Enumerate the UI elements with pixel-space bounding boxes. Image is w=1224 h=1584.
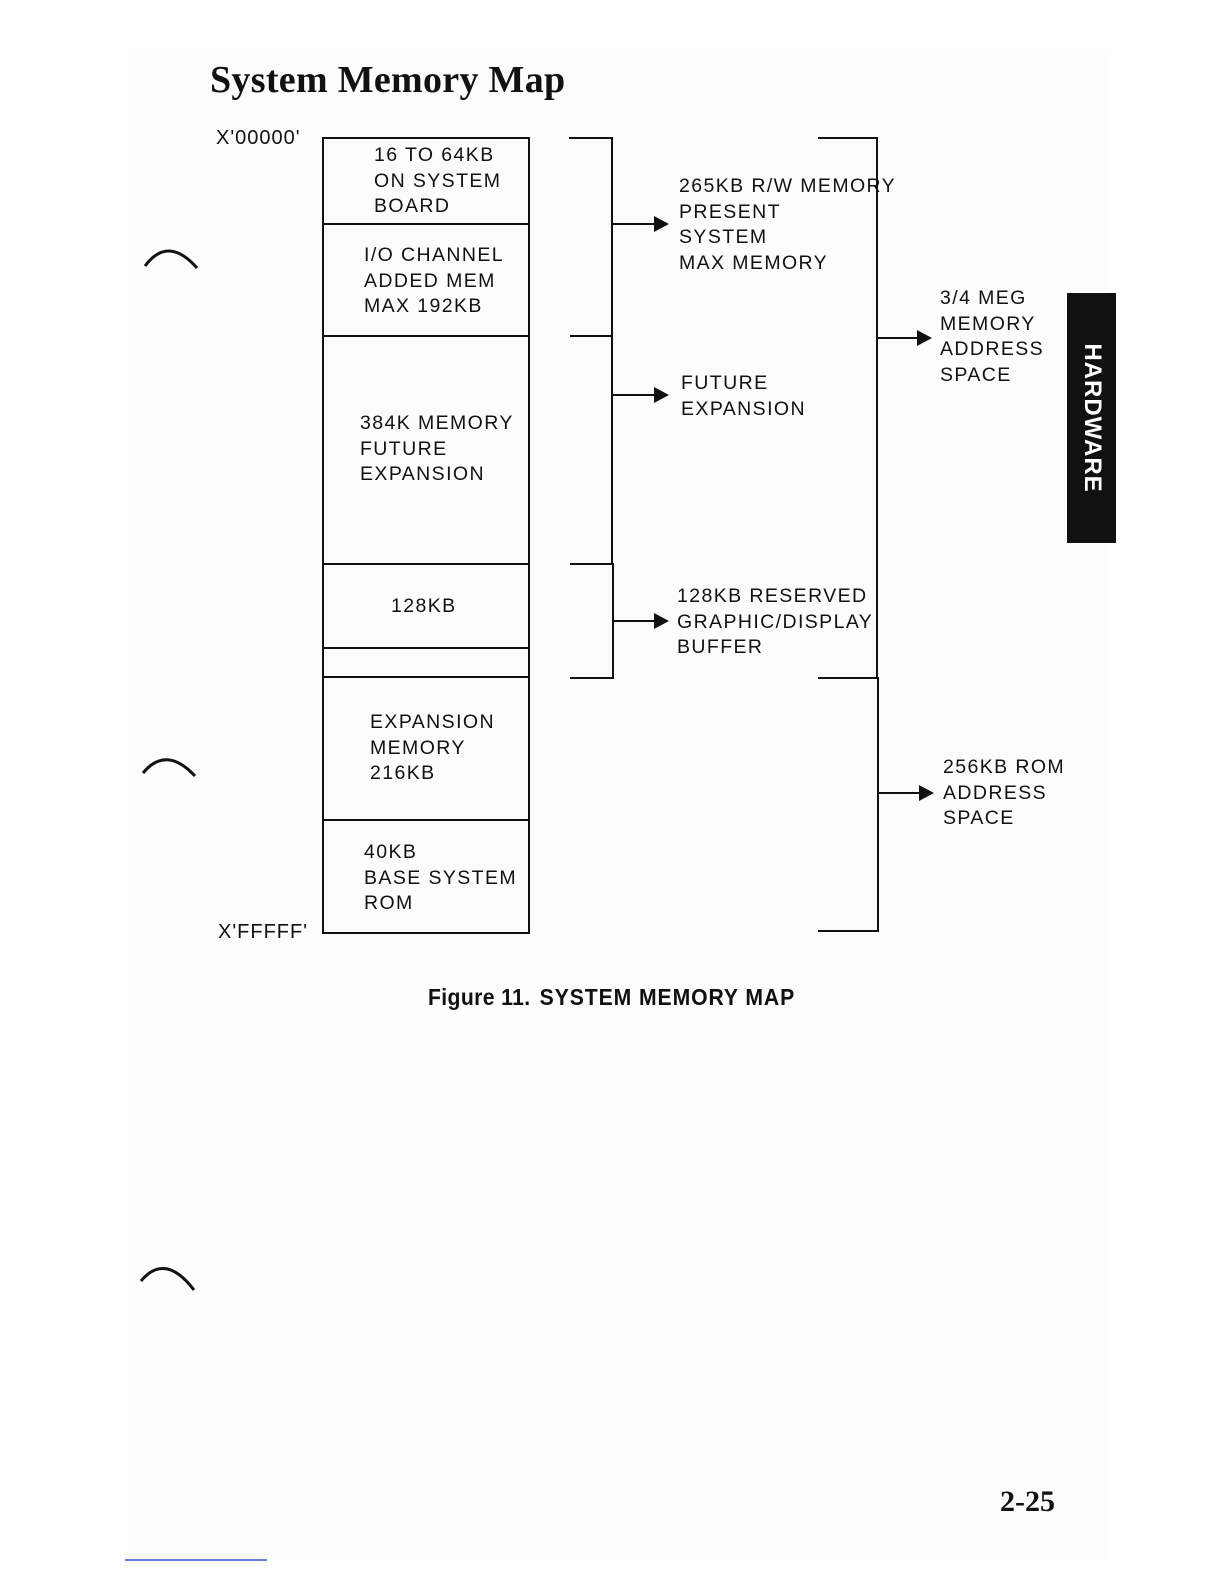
binding-arc-middle bbox=[141, 758, 197, 778]
page-background bbox=[128, 55, 1108, 1560]
group-label-display-buffer: 128KB RESERVED GRAPHIC/DISPLAY BUFFER bbox=[677, 585, 874, 658]
block-label-io-channel: I/O CHANNEL ADDED MEM MAX 192KB bbox=[364, 244, 505, 317]
page-number: 2-25 bbox=[1000, 1485, 1055, 1518]
arrowhead-icon bbox=[654, 613, 669, 629]
binding-arcs bbox=[139, 249, 199, 1291]
arrowhead-icon bbox=[654, 387, 669, 403]
block-label-system-board: 16 TO 64KB ON SYSTEM BOARD bbox=[374, 144, 502, 217]
arrowhead-icon bbox=[919, 785, 934, 801]
space-label-rom-space: 256KB ROM ADDRESS SPACE bbox=[943, 756, 1066, 829]
group-brackets bbox=[569, 137, 655, 679]
block-label-base-rom: 40KB BASE SYSTEM ROM bbox=[364, 841, 518, 914]
arrowhead-icon bbox=[654, 216, 669, 232]
start-address-label: X'00000' bbox=[216, 127, 301, 149]
figure-caption: Figure 11. SYSTEM MEMORY MAP bbox=[428, 984, 795, 1011]
memory-column-outline bbox=[322, 137, 530, 934]
block-label-expansion-memory: EXPANSION MEMORY 216KB bbox=[370, 711, 495, 784]
arrowhead-icon bbox=[917, 330, 932, 346]
space-label-address-space: 3/4 MEG MEMORY ADDRESS SPACE bbox=[940, 287, 1045, 386]
space-brackets bbox=[818, 137, 920, 932]
section-tab: HARDWARE bbox=[1067, 293, 1116, 543]
space-arrowheads bbox=[917, 330, 934, 801]
binding-arc-bottom bbox=[139, 1266, 196, 1291]
group-label-future-expansion: FUTURE EXPANSION bbox=[681, 372, 806, 420]
section-tab-label: HARDWARE bbox=[1078, 343, 1106, 493]
group-label-rw-memory: 265KB R/W MEMORY PRESENT SYSTEM MAX MEMO… bbox=[679, 175, 897, 274]
figure-title: SYSTEM MEMORY MAP bbox=[539, 984, 796, 1010]
end-address-label: X'FFFFF' bbox=[218, 921, 309, 943]
block-label-128kb: 128KB bbox=[391, 595, 457, 617]
memory-column bbox=[322, 137, 530, 934]
block-label-future-expansion: 384K MEMORY FUTURE EXPANSION bbox=[360, 412, 514, 485]
group-arrowheads bbox=[654, 216, 669, 629]
bracket-display-buffer bbox=[570, 563, 614, 679]
figure-number: Figure 11. bbox=[428, 984, 531, 1010]
bracket-future-expansion bbox=[570, 335, 613, 565]
bracket-rom-space bbox=[818, 677, 879, 932]
page-title: System Memory Map bbox=[210, 59, 566, 101]
binding-arc-top bbox=[143, 249, 199, 269]
bracket-rw-memory bbox=[569, 137, 613, 337]
